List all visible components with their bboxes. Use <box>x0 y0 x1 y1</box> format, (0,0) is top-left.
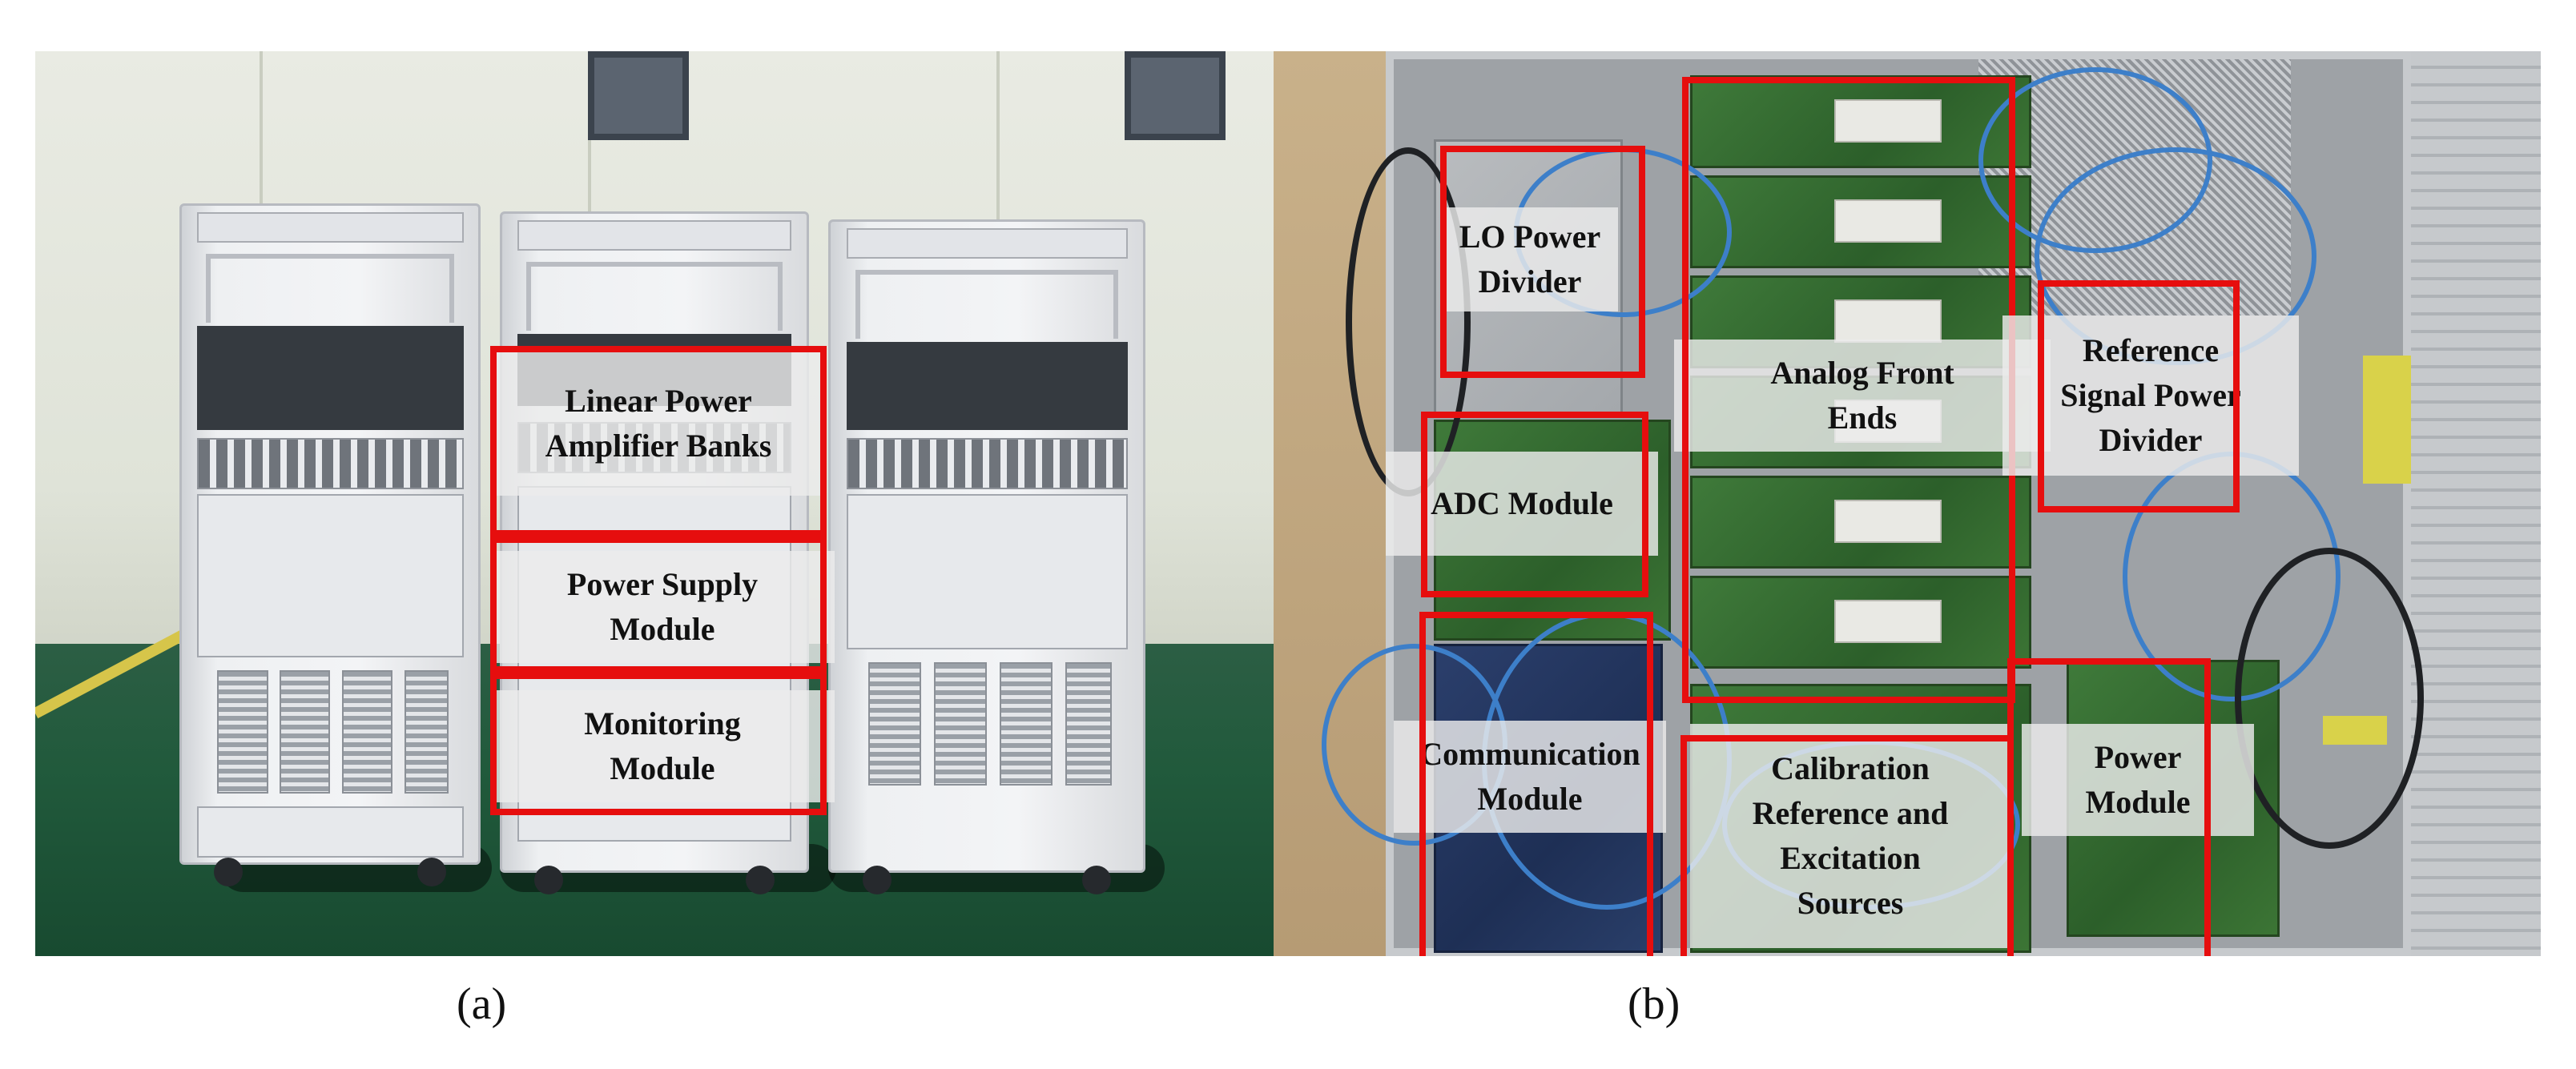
cabinet-wheel <box>417 858 446 886</box>
cabinet-panel <box>846 494 1128 649</box>
cabinet-header <box>517 220 791 251</box>
highlight-linear-power-amplifier-banks <box>490 346 827 537</box>
cabinet-vents <box>404 670 449 794</box>
highlight-reference-signal-power-divider <box>2038 280 2240 512</box>
cabinet-vents <box>341 670 392 794</box>
highlight-monitoring-module <box>490 673 827 815</box>
cabinet-wheel <box>1082 866 1111 894</box>
label-analog-front-ends: Analog Front Ends <box>1674 340 2051 452</box>
caption-a: (a) <box>457 979 507 1029</box>
label-lo-power-divider: LO Power Divider <box>1442 207 1618 311</box>
cabinet-opening <box>196 326 464 430</box>
highlight-adc-module <box>1421 412 1648 597</box>
black-wire <box>2235 548 2424 849</box>
rf-module <box>1834 99 1942 143</box>
yellow-tape <box>2363 356 2411 484</box>
rf-module <box>1834 500 1942 543</box>
label-monitoring-module: Monitoring Module <box>490 690 835 802</box>
cabinet-slots <box>846 438 1128 489</box>
label-calibration-reference-and-excitation-sources: Calibration Reference and Excitation Sou… <box>1690 724 2010 948</box>
cabinet-header <box>196 212 464 243</box>
cabinet-vents <box>217 670 268 794</box>
highlight-power-supply-module <box>490 537 827 673</box>
label-communication-module: Communication Module <box>1394 721 1666 833</box>
cabinet-panel <box>196 806 464 858</box>
cabinet-vents <box>280 670 331 794</box>
highlight-communication-module <box>1419 612 1653 956</box>
label-power-supply-module: Power Supply Module <box>490 551 835 663</box>
cabinet-vents <box>867 662 922 786</box>
wall-window <box>588 51 689 140</box>
highlight-calibration-reference-and-excitation-sources <box>1680 735 2014 956</box>
equipment-cabinet-1 <box>179 203 481 886</box>
rack-rail <box>2411 51 2541 956</box>
wall-window <box>1125 51 1226 140</box>
rf-module <box>1834 600 1942 643</box>
cabinet-header <box>846 228 1128 259</box>
cabinet-wheel <box>214 858 243 886</box>
cabinet-vents <box>1065 662 1113 786</box>
cabinet-wheel <box>534 866 563 894</box>
cabinet-wheel <box>746 866 775 894</box>
cabinet-handle <box>205 254 455 323</box>
rf-module <box>1834 199 1942 243</box>
cabinet-handle <box>855 270 1118 339</box>
cabinet-vents <box>933 662 988 786</box>
yellow-tape <box>2323 716 2387 745</box>
label-power-module: Power Module <box>2022 724 2254 836</box>
rf-module <box>1834 299 1942 343</box>
highlight-analog-front-ends <box>1682 77 2015 703</box>
highlight-power-module <box>2007 658 2211 956</box>
cabinet-panel <box>196 494 464 657</box>
cabinet-opening <box>846 342 1128 430</box>
cabinet-handle <box>526 262 783 331</box>
label-linear-power-amplifier-banks: Linear Power Amplifier Banks <box>490 352 827 496</box>
photo-panel-a: Linear Power Amplifier Banks Power Suppl… <box>35 51 1274 956</box>
photo-panel-b: LO Power Divider Analog Front Ends Refer… <box>1274 51 2541 956</box>
cabinet-slots <box>196 438 464 489</box>
highlight-lo-power-divider <box>1440 146 1645 378</box>
caption-b: (b) <box>1628 979 1680 1029</box>
cabinet-vents <box>999 662 1053 786</box>
label-adc-module: ADC Module <box>1386 452 1658 556</box>
cabinet-wheel <box>863 866 892 894</box>
label-reference-signal-power-divider: Reference Signal Power Divider <box>2002 315 2299 476</box>
equipment-cabinet-3 <box>828 219 1145 894</box>
